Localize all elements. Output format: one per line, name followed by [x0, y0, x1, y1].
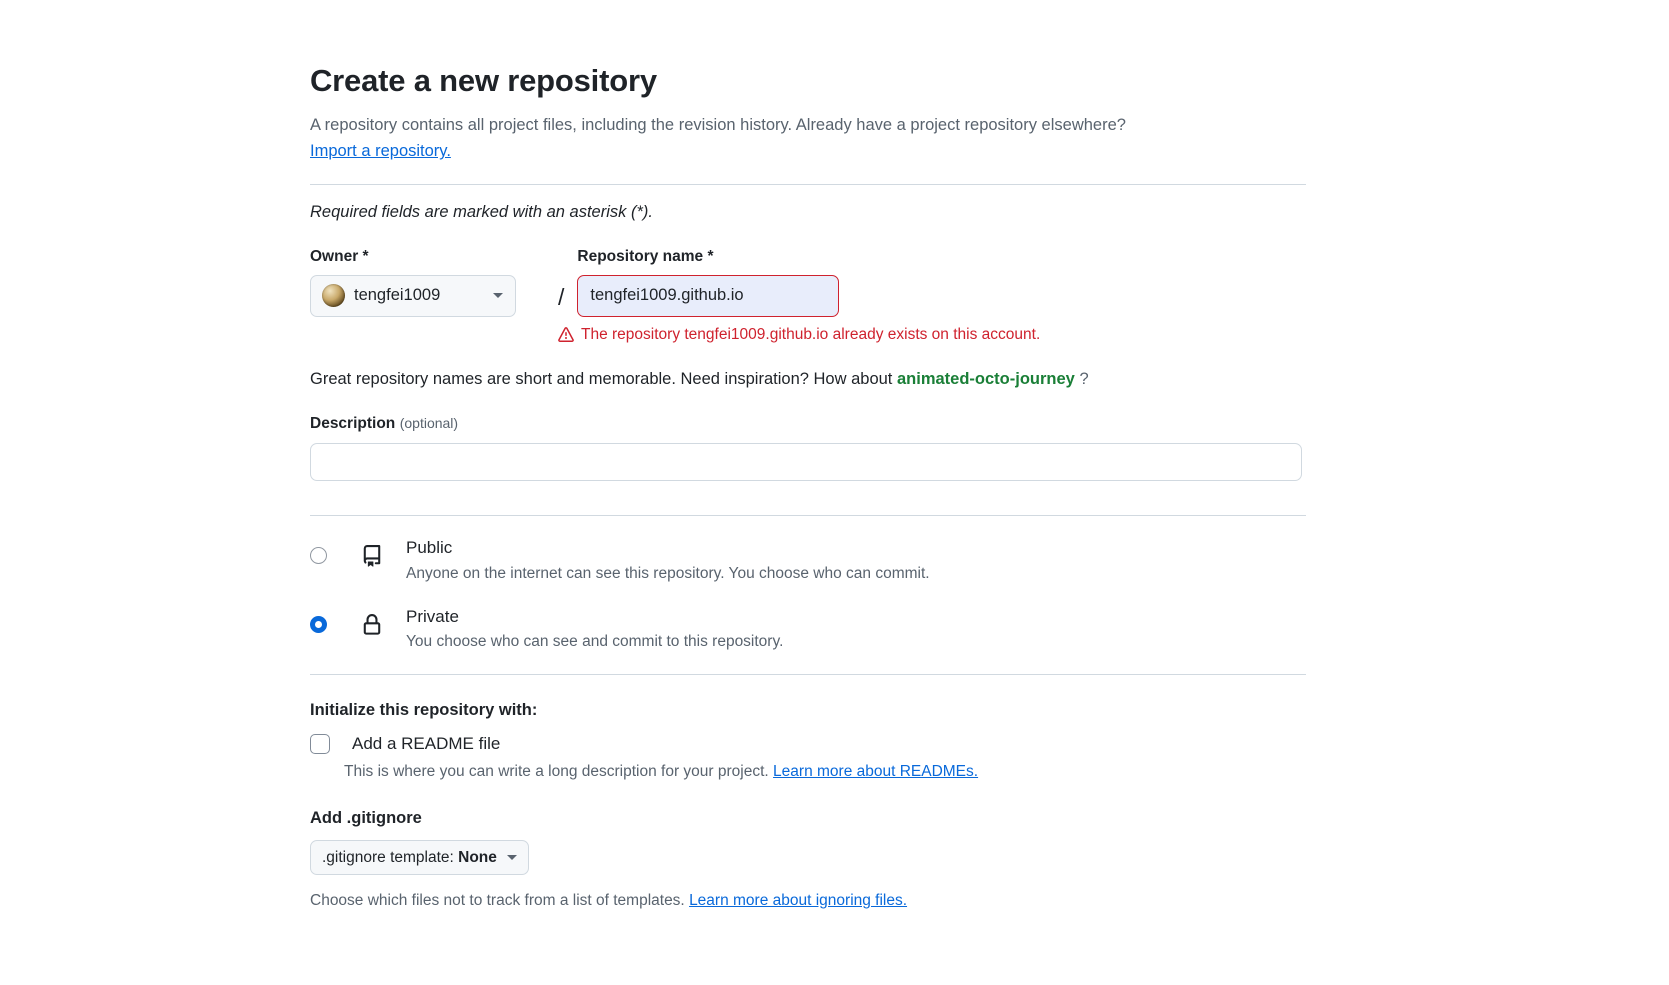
owner-repo-row: Owner * tengfei1009 / Repository name * [310, 248, 1306, 317]
description-field: Description (optional) [310, 415, 1306, 481]
readme-label: Add a README file [352, 734, 501, 754]
repository-name-field: Repository name * [577, 247, 840, 317]
gitignore-select-label: .gitignore template: None [322, 849, 497, 867]
description-optional-note: (optional) [399, 414, 459, 431]
required-fields-note: Required fields are marked with an aster… [310, 202, 653, 221]
gitignore-template-select[interactable]: .gitignore template: None [310, 840, 529, 876]
visibility-option-public[interactable]: Public Anyone on the internet can see th… [310, 537, 1306, 585]
owner-select[interactable]: tengfei1009 [310, 274, 516, 317]
owner-name: tengfei1009 [354, 286, 441, 305]
description-input[interactable] [310, 442, 1302, 481]
radio-public[interactable] [310, 546, 327, 564]
chevron-down-icon [493, 293, 503, 299]
create-repository-form: Create a new repository A repository con… [310, 0, 1306, 910]
chevron-down-icon [506, 855, 517, 861]
suggested-name-link[interactable]: animated-octo-journey [896, 369, 1075, 388]
readme-checkbox-row[interactable]: Add a README file [310, 734, 1306, 755]
gitignore-learn-more-link[interactable]: Learn more about ignoring files. [689, 892, 908, 910]
divider-visibility [310, 514, 1306, 516]
visibility-private-title: Private [406, 606, 459, 626]
page-title: Create a new repository [310, 63, 657, 98]
page-subtitle-text: A repository contains all project files,… [310, 115, 1126, 134]
import-repository-link[interactable]: Import a repository. [310, 142, 451, 161]
owner-label: Owner * [310, 247, 369, 265]
visibility-options: Public Anyone on the internet can see th… [310, 537, 1306, 653]
repository-name-error: The repository tengfei1009.github.io alr… [558, 326, 1306, 344]
readme-help-prefix: This is where you can write a long descr… [344, 763, 769, 781]
divider-header [310, 183, 1306, 185]
repository-name-label: Repository name * [577, 247, 714, 265]
visibility-option-private[interactable]: Private You choose who can see and commi… [310, 606, 1306, 654]
gitignore-heading: Add .gitignore [310, 809, 422, 828]
visibility-public-title: Public [406, 537, 453, 557]
gitignore-help-prefix: Choose which files not to track from a l… [310, 892, 685, 910]
description-label: Description [310, 414, 396, 432]
visibility-private-text: Private You choose who can see and commi… [406, 606, 783, 654]
gitignore-select-prefix: .gitignore template: [322, 848, 454, 866]
lock-icon [361, 613, 385, 641]
visibility-public-description: Anyone on the internet can see this repo… [406, 564, 930, 582]
suggestion-prefix: Great repository names are short and mem… [310, 369, 893, 388]
error-message-text: The repository tengfei1009.github.io alr… [581, 325, 1041, 343]
repository-name-suggestion: Great repository names are short and mem… [310, 370, 1306, 389]
repository-name-input[interactable] [577, 274, 840, 317]
owner-repo-separator: / [558, 283, 565, 310]
radio-private[interactable] [310, 615, 327, 633]
visibility-public-text: Public Anyone on the internet can see th… [406, 537, 930, 585]
divider-initialize [310, 674, 1306, 676]
visibility-private-description: You choose who can see and commit to thi… [406, 633, 784, 651]
owner-field: Owner * tengfei1009 [310, 248, 558, 317]
gitignore-help-text: Choose which files not to track from a l… [310, 892, 1306, 910]
readme-help-text: This is where you can write a long descr… [344, 763, 1306, 781]
avatar [322, 284, 345, 308]
gitignore-select-value: None [458, 848, 497, 866]
readme-learn-more-link[interactable]: Learn more about READMEs. [773, 763, 979, 781]
suggestion-suffix: ? [1079, 369, 1089, 388]
warning-icon [558, 326, 574, 342]
page-subtitle: A repository contains all project files,… [310, 113, 1310, 165]
readme-checkbox[interactable] [310, 734, 330, 755]
initialize-heading: Initialize this repository with: [310, 701, 538, 720]
repo-icon [361, 544, 385, 572]
